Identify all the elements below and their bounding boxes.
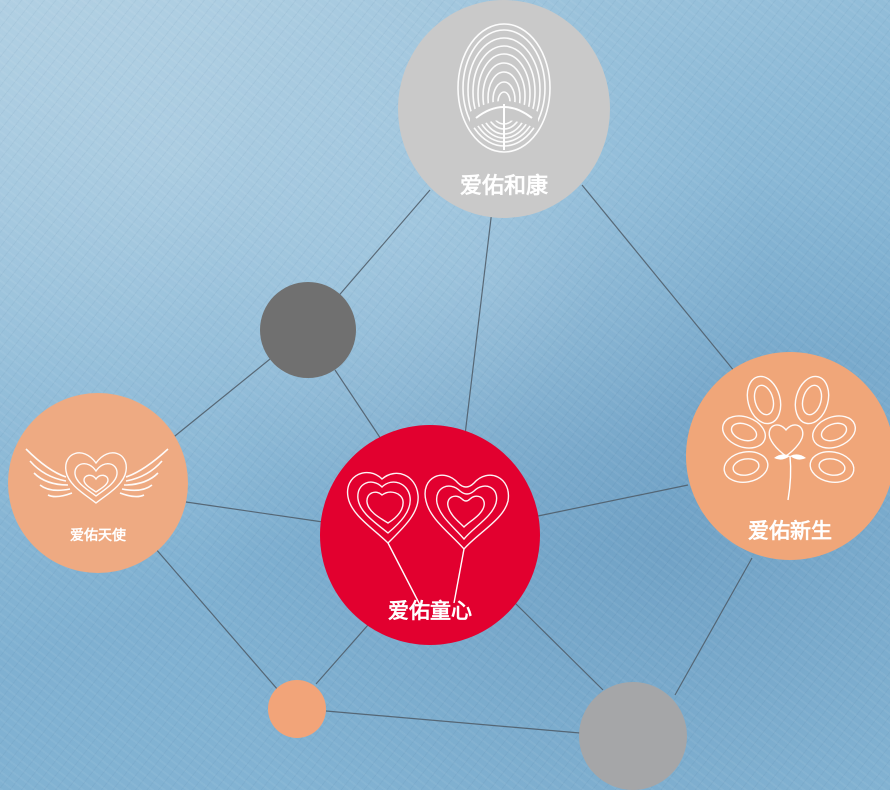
link-tianshi-tongxin bbox=[185, 501, 324, 523]
node-hekang-label: 爱佑和康 bbox=[459, 174, 548, 199]
link-xinsheng-tongxin bbox=[537, 484, 689, 517]
link-tongxin-lightgray bbox=[514, 602, 604, 691]
link-hekang-xinsheng bbox=[581, 184, 736, 373]
flower-icon bbox=[721, 375, 857, 501]
heart-balloons-icon bbox=[346, 471, 510, 606]
node-tongxin[interactable]: 爱佑童心 bbox=[320, 425, 540, 645]
node-tianshi-label: 爱佑天使 bbox=[70, 528, 126, 544]
decor-circle-dark-gray bbox=[260, 282, 356, 378]
link-darkgray-tianshi bbox=[169, 354, 276, 441]
link-hekang-darkgray bbox=[334, 189, 431, 301]
link-darkgray-tongxin bbox=[334, 369, 386, 446]
node-tongxin-label: 爱佑童心 bbox=[388, 599, 472, 623]
node-xinsheng[interactable]: 爱佑新生 bbox=[686, 352, 890, 560]
node-xinsheng-label: 爱佑新生 bbox=[748, 519, 832, 543]
link-hekang-tongxin bbox=[464, 209, 493, 436]
node-tianshi[interactable]: 爱佑天使 bbox=[8, 393, 188, 573]
winged-heart-icon bbox=[25, 448, 169, 504]
link-orange-lightgray bbox=[325, 710, 581, 734]
decor-circle-orange bbox=[268, 680, 326, 738]
link-orange-tongxin bbox=[315, 624, 369, 685]
decor-circle-light-gray bbox=[579, 682, 687, 790]
link-xinsheng-lightgray bbox=[674, 557, 753, 696]
fingerprint-icon bbox=[457, 23, 551, 153]
node-hekang[interactable]: 爱佑和康 bbox=[398, 0, 610, 218]
link-tianshi-orange bbox=[154, 547, 279, 691]
